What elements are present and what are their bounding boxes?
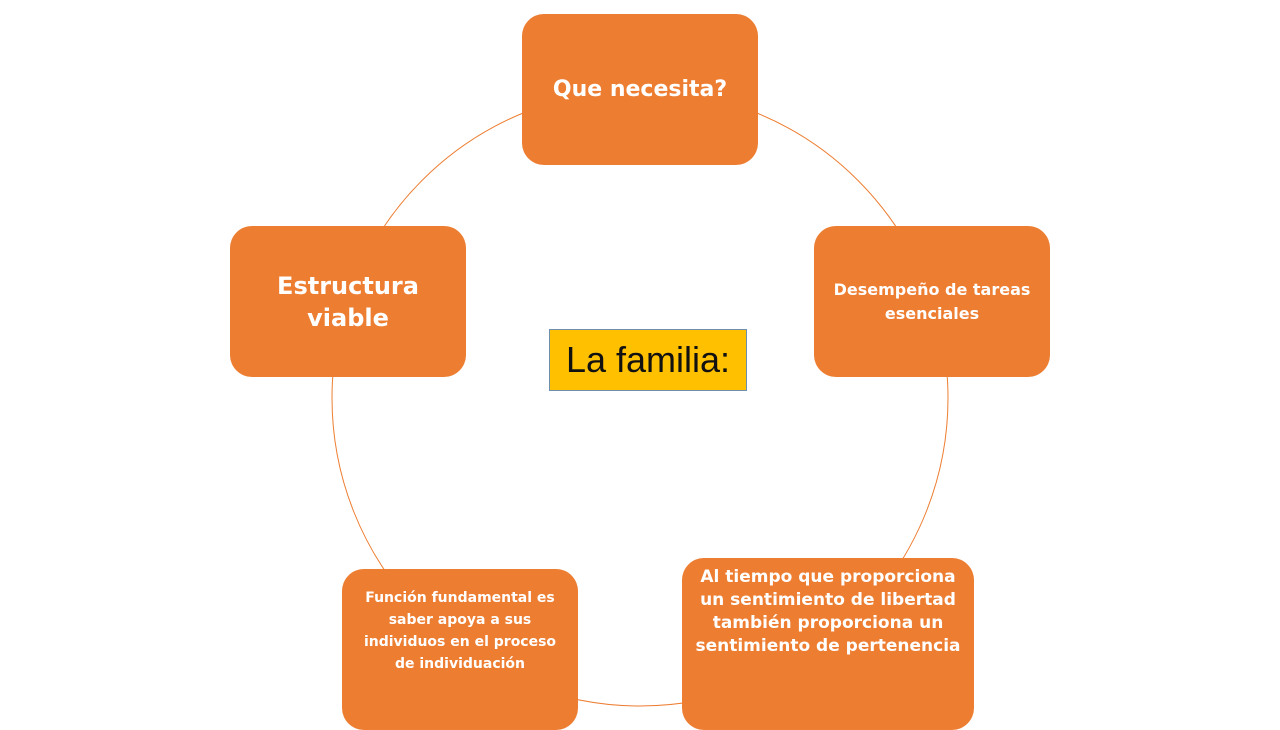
cycle-node-libertad-pertenencia: Al tiempo que proporciona un sentimiento… <box>682 558 974 730</box>
cycle-node-funcion-fundamental: Función fundamental es saber apoya a sus… <box>342 569 578 730</box>
cycle-node-text: Al tiempo que proporciona un sentimiento… <box>695 567 961 656</box>
cycle-node-estructura-viable: Estructura viable <box>230 226 466 377</box>
cycle-node-desempeno: Desempeño de tareas esenciales <box>814 226 1050 377</box>
cycle-node-que-necesita: Que necesita? <box>522 14 758 165</box>
cycle-node-text: Función fundamental es saber apoya a sus… <box>363 590 557 672</box>
center-title-box: La familia: <box>549 329 747 391</box>
center-title-text: La familia: <box>565 339 731 380</box>
cycle-node-text: Desempeño de tareas esenciales <box>833 279 1031 323</box>
cycle-node-text: Que necesita? <box>552 76 728 102</box>
cycle-node-text: Estructura viable <box>277 271 419 332</box>
